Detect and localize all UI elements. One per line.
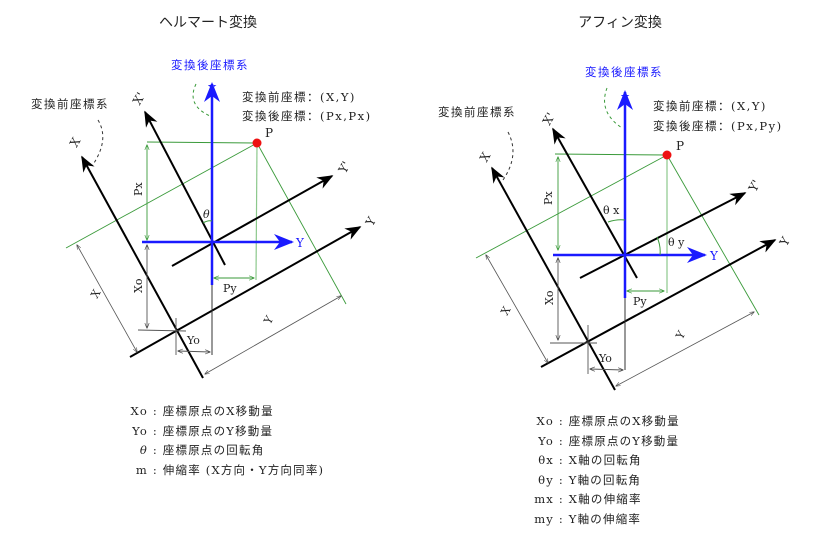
left-theta-label: θ [203,208,210,221]
legend-key: Xo [130,404,148,418]
legend-key: m [135,462,148,477]
left-point-label: P [265,126,273,140]
right-thetay-label: θ y [668,236,685,249]
right-blue-y-label: Y [709,249,719,263]
affine-diagram: アフィン変換 変換後座標系 変換前座標系 変換前座標：(X,Y) 変換後座標：(… [438,14,793,391]
left-before-arc [91,119,104,167]
legend-key: θy [538,472,554,487]
left-xo-label: Xo [132,278,145,293]
legend-text: X軸の回転角 [568,453,642,467]
left-title: ヘルマート変換 [159,14,257,31]
legend-row: m : 伸縮率 (X方向・Y方向同率) [126,461,324,481]
right-xo-label: Xo [543,290,556,305]
left-yprime-axis [171,175,334,267]
legend-key: θx [538,453,554,467]
left-x-label: X [67,135,84,150]
right-y-label: Y [776,234,793,250]
left-x-axis [81,155,204,379]
left-blue-y-label: Y [295,236,305,250]
right-x-label: X [477,149,494,164]
legend-text: 座標原点のX移動量 [568,414,680,428]
right-blue-x-label: X [621,93,630,107]
left-yprime-label: Y' [335,159,353,177]
legend-row: Yo : 座標原点のY移動量 [526,432,680,452]
helmert-diagram: ヘルマート変換 変換後座標系 変換前座標系 変換前座標：(X,Y) 変換後座標：… [31,14,379,379]
left-point-p [252,138,262,148]
left-after-system-label: 変換後座標系 [171,58,249,72]
legend-key: θ [139,443,148,457]
right-after-system-label: 変換後座標系 [585,65,663,79]
left-after-arc [192,83,211,117]
right-title: アフィン変換 [578,14,662,31]
left-coord-before: 変換前座標：(X,Y) [242,90,356,104]
legend-row: θ : 座標原点の回転角 [126,441,324,461]
right-before-system-label: 変換前座標系 [438,105,516,119]
legend-row: θy : Y軸の回転角 [526,471,680,491]
legend-text: Y軸の伸縮率 [568,511,642,526]
legend-row: Xo : 座標原点のX移動量 [526,412,680,432]
legend-row: Yo : 座標原点のY移動量 [126,422,324,442]
right-thetax-label: θ x [603,204,620,217]
left-blue-x-label: X [208,83,217,97]
left-px-label: Px [132,182,145,196]
left-before-system-label: 変換前座標系 [31,97,109,111]
legend-row: θx : X軸の回転角 [526,451,680,471]
right-legend: Xo : 座標原点のX移動量 Yo : 座標原点のY移動量 θx : X軸の回転… [526,412,680,529]
right-yprime-label: Y' [745,177,763,195]
legend-row: my : Y軸の伸縮率 [526,510,680,530]
legend-key: Yo [538,433,554,448]
legend-key: Xo [536,414,554,428]
legend-text: Y軸の回転角 [568,472,642,487]
left-yo-label: Yo [186,334,200,347]
right-px-label: Px [542,191,555,205]
legend-text: 座標原点のX移動量 [162,404,274,418]
left-y-axis [129,226,362,358]
right-xprime-label: X' [540,110,558,127]
legend-key: mx [534,492,554,506]
legend-row: mx : X軸の伸縮率 [526,490,680,510]
right-ydim-label: Y [673,328,689,342]
legend-text: 伸縮率 (X方向・Y方向同率) [162,462,325,477]
legend-text: 座標原点のY移動量 [568,433,680,448]
right-point-p [662,150,672,160]
legend-key: my [534,511,554,526]
legend-text: X軸の伸縮率 [568,492,642,506]
left-coord-after: 変換後座標：(Px,Px) [242,109,372,123]
right-yo-label: Yo [598,352,612,365]
right-xdim-label: X [498,304,513,317]
left-y-label: Y [362,214,379,230]
legend-row: Xo : 座標原点のX移動量 [126,402,324,422]
right-py-label: Py [633,295,647,308]
legend-key: Yo [132,423,148,438]
left-py-label: Py [223,282,237,295]
right-coord-before: 変換前座標：(X,Y) [653,99,767,113]
left-legend: Xo : 座標原点のX移動量 Yo : 座標原点のY移動量 θ : 座標原点の回… [126,402,324,480]
left-xprime-label: X' [130,90,148,107]
right-point-label: P [676,139,684,153]
right-coord-after: 変換後座標：(Px,Py) [653,119,783,133]
legend-text: 座標原点のY移動量 [162,423,274,438]
left-ydim-label: Y [261,313,277,327]
legend-text: 座標原点の回転角 [162,443,265,457]
